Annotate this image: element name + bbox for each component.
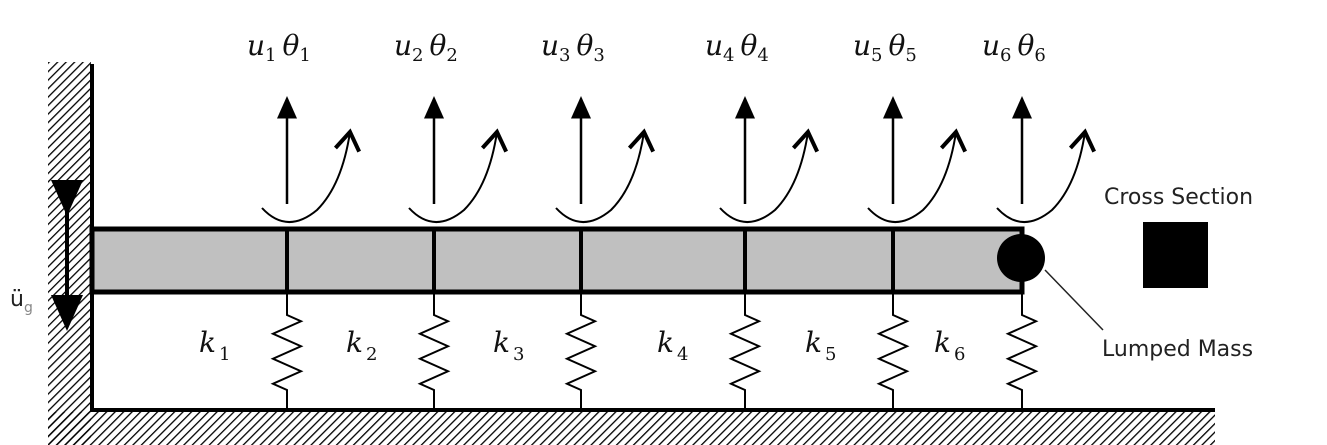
- displacement-subscript: 4: [723, 45, 734, 66]
- lumped-mass-leader: [1044, 269, 1104, 331]
- displacement-symbol: u: [705, 29, 723, 62]
- cross-section-square: [1143, 222, 1208, 288]
- rotation-symbol: θ: [1018, 29, 1035, 62]
- rotation-symbol: θ: [430, 29, 447, 62]
- rotation-subscript: 2: [446, 45, 457, 66]
- spring-symbol: k: [346, 326, 363, 359]
- lumped-mass-label: Lumped Mass: [1102, 337, 1253, 362]
- displacement-symbol: u: [394, 29, 412, 62]
- rotation-arrow: [867, 128, 967, 223]
- rotation-arrow: [719, 128, 819, 223]
- rotation-subscript: 5: [905, 45, 916, 66]
- spring-symbol: k: [934, 326, 951, 359]
- spring-subscript: 1: [219, 344, 230, 365]
- lumped-mass: [997, 234, 1045, 282]
- spring: [564, 292, 598, 410]
- displacement-subscript: 3: [559, 45, 570, 66]
- spring: [1005, 292, 1039, 410]
- displacement-symbol: u: [247, 29, 265, 62]
- cross-section-label: Cross Section: [1104, 185, 1253, 210]
- rotation-subscript: 4: [757, 45, 768, 66]
- rotation-subscript: 6: [1034, 45, 1045, 66]
- displacement-subscript: 1: [265, 45, 276, 66]
- spring: [876, 292, 910, 410]
- rotation-arrow: [408, 128, 508, 223]
- displacement-subscript: 5: [871, 45, 882, 66]
- rotation-arrow: [996, 128, 1096, 223]
- spring-symbol: k: [657, 326, 674, 359]
- spring-subscript: 3: [513, 344, 524, 365]
- spring: [417, 292, 451, 410]
- rotation-symbol: θ: [283, 29, 300, 62]
- spring-subscript: 4: [677, 344, 688, 365]
- ground-hatch: [48, 412, 1215, 445]
- spring-symbol: k: [493, 326, 510, 359]
- spring-symbol: k: [199, 326, 216, 359]
- displacement-subscript: 2: [412, 45, 423, 66]
- displacement-subscript: 6: [1000, 45, 1011, 66]
- rotation-arrow: [555, 128, 655, 223]
- spring-subscript: 2: [366, 344, 377, 365]
- displacement-symbol: u: [982, 29, 1000, 62]
- displacement-symbol: u: [541, 29, 559, 62]
- spring: [270, 292, 304, 410]
- wall-hatch: [48, 62, 91, 445]
- rotation-subscript: 3: [593, 45, 604, 66]
- displacement-symbol: u: [853, 29, 871, 62]
- spring-symbol: k: [805, 326, 822, 359]
- beam: [89, 226, 1025, 295]
- rotation-symbol: θ: [889, 29, 906, 62]
- ground-acceleration-label: üg: [10, 287, 33, 316]
- spring-subscript: 6: [954, 344, 965, 365]
- spring-subscript: 5: [825, 344, 836, 365]
- rotation-arrow: [261, 128, 361, 223]
- rotation-subscript: 1: [299, 45, 310, 66]
- spring: [728, 292, 762, 410]
- rotation-symbol: θ: [577, 29, 594, 62]
- rotation-symbol: θ: [741, 29, 758, 62]
